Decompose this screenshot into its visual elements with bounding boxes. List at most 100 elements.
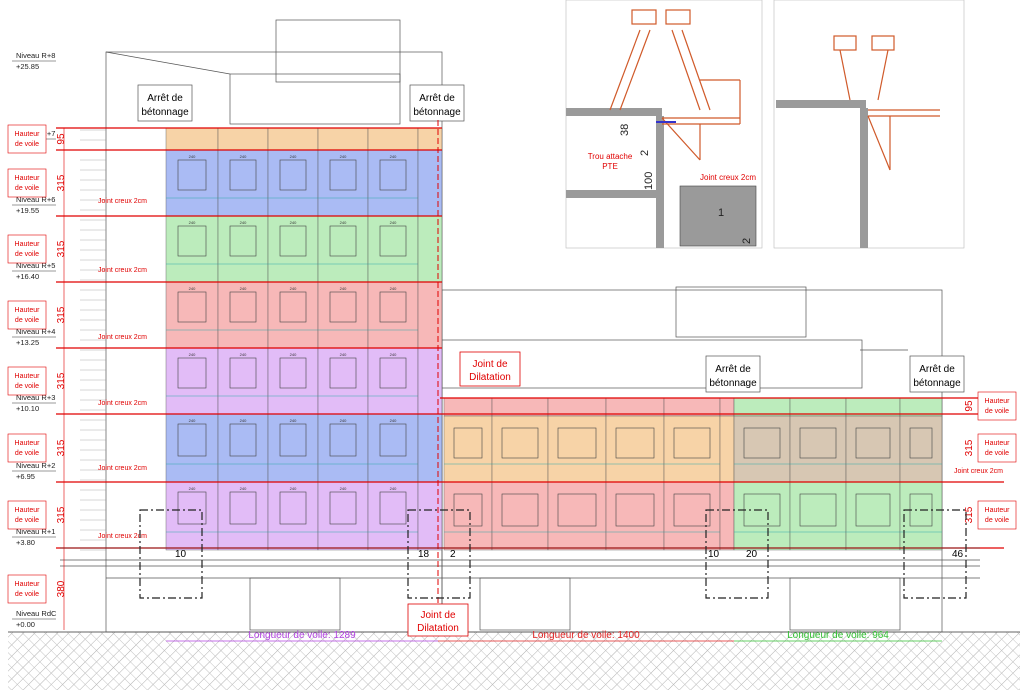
window-opening	[229, 159, 257, 191]
joint-creux-label-right: Joint creux 2cm	[954, 468, 1003, 475]
window-opening	[501, 427, 539, 459]
wall-panel	[165, 481, 219, 551]
hauteur-box	[7, 366, 47, 396]
wall-panel	[733, 397, 791, 417]
wall-panel	[605, 481, 665, 551]
wall-panel	[733, 415, 791, 483]
hauteur-value: 95	[56, 133, 67, 145]
scaffold-frames	[139, 509, 967, 599]
wall-panel	[367, 149, 419, 217]
wall-panel	[547, 481, 607, 551]
hauteur-label-line1: Hauteur	[15, 440, 41, 447]
window-opening	[229, 423, 257, 457]
hauteur-box	[7, 500, 47, 530]
window-opening	[229, 491, 257, 525]
window-opening	[177, 491, 207, 525]
arret-callout-4-line2: bétonnage	[913, 378, 961, 389]
dim-18: 18	[418, 549, 430, 560]
window-opening	[177, 357, 207, 389]
joint-dilatation-bottom-line1: Joint de	[420, 610, 455, 621]
wall-panel	[317, 347, 369, 415]
hauteur-box	[7, 574, 47, 604]
panel-tag: 240	[290, 352, 297, 357]
panel-tag: 240	[189, 154, 196, 159]
wall-panel	[719, 397, 735, 417]
wall-panel	[367, 127, 419, 151]
wall-panel	[547, 415, 607, 483]
hauteur-label-line1: Hauteur	[15, 507, 41, 514]
arret-callout-1: Arrêt de bétonnage	[137, 84, 193, 122]
wall-panel	[845, 397, 901, 417]
joint-dilatation-top-line2: Dilatation	[469, 372, 511, 383]
trou-attache-line1: Trou attache	[588, 152, 633, 161]
joint-creux-label: Joint creux 2cm	[98, 334, 147, 341]
panel-tag: 240	[189, 352, 196, 357]
window-opening	[855, 493, 891, 527]
bottom-dimensions: 10 18 2 10 20 46	[60, 547, 980, 560]
window-opening	[329, 423, 357, 457]
detail-joint-creux: Joint creux 2cm	[700, 173, 756, 182]
arret-callout-3-line2: bétonnage	[709, 378, 757, 389]
wall-panel	[317, 281, 369, 349]
wall-panel	[217, 215, 269, 283]
panel-tag: 240	[390, 286, 397, 291]
wall-panel	[491, 415, 549, 483]
wall-panel	[317, 127, 369, 151]
panel-tag: 240	[290, 220, 297, 225]
window-opening	[329, 491, 357, 525]
hauteur-label-line1: Hauteur	[985, 507, 1011, 514]
panel-tag: 240	[240, 418, 247, 423]
hauteur-value-right: 95	[964, 400, 975, 412]
wall-panel	[491, 481, 549, 551]
hauteur-label-line2: de voile	[15, 185, 39, 192]
detail-dim-2: 2	[639, 150, 651, 156]
window-opening	[379, 225, 407, 257]
wall-panel	[317, 215, 369, 283]
panel-tag: 240	[240, 154, 247, 159]
window-opening	[453, 493, 483, 527]
hauteur-box-right	[977, 433, 1017, 463]
window-opening	[177, 159, 207, 191]
wall-panel	[443, 397, 493, 417]
wall-panel	[845, 415, 901, 483]
arret-callout-4: Arrêt de bétonnage	[909, 355, 965, 393]
joint-creux-label: Joint creux 2cm	[98, 465, 147, 472]
level-value: +13.25	[16, 338, 39, 347]
wall-panel	[165, 347, 219, 415]
level-value: +16.40	[16, 272, 39, 281]
arret-callout-1-line2: bétonnage	[141, 107, 189, 118]
hauteur-box	[7, 300, 47, 330]
window-opening	[379, 159, 407, 191]
detail-dim-2b: 2	[741, 238, 753, 244]
detail-dim-100: 100	[643, 172, 655, 190]
level-value: +19.55	[16, 206, 39, 215]
window-opening	[379, 291, 407, 323]
joint-dilatation-callout-top: Joint de Dilatation	[459, 351, 521, 387]
window-opening	[329, 159, 357, 191]
panel-tag: 240	[290, 286, 297, 291]
wall-panel	[899, 397, 943, 417]
wall-panel	[663, 481, 721, 551]
wall-panel	[733, 481, 791, 551]
wall-panel	[217, 481, 269, 551]
panel-tag: 240	[390, 352, 397, 357]
wall-panel	[719, 415, 735, 483]
longueur-label: Longueur de voile: 964	[787, 630, 889, 641]
level-name: Niveau R+6	[16, 195, 55, 204]
window-opening	[743, 427, 781, 459]
joint-dilatation-callouts: Joint de Dilatation Joint de Dilatation	[407, 120, 521, 637]
panel-tag: 240	[240, 486, 247, 491]
window-opening	[909, 427, 933, 459]
window-opening	[557, 427, 597, 459]
level-name: Niveau R+2	[16, 461, 55, 470]
panel-tag: 240	[290, 154, 297, 159]
trou-attache-line2: PTE	[602, 162, 618, 171]
level-name: Niveau R+3	[16, 393, 55, 402]
panel-tag: 240	[390, 418, 397, 423]
panel-tag: 240	[340, 486, 347, 491]
window-opening	[279, 357, 307, 389]
hauteur-label-line2: de voile	[15, 383, 39, 390]
hauteur-box	[7, 168, 47, 198]
